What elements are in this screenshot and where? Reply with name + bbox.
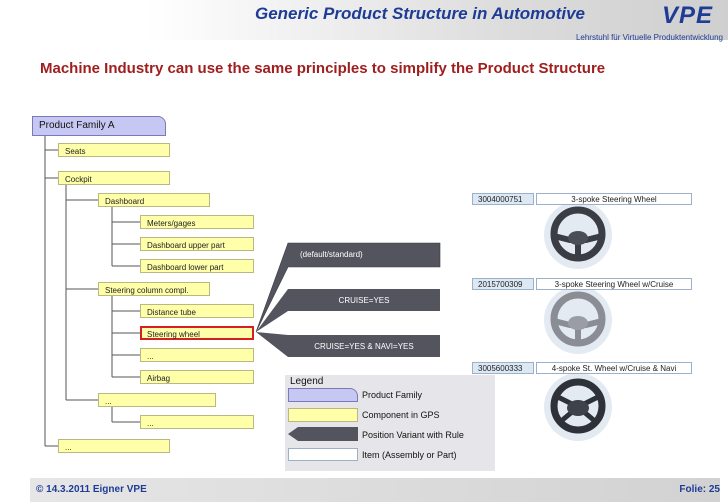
part-number[interactable]: 3005600333 [472, 362, 534, 374]
node-distance-tube[interactable]: Distance tube [140, 304, 254, 318]
variant-arrow-cruise [256, 289, 440, 332]
legend-swatch-item [288, 448, 358, 461]
node-ellipsis[interactable]: ... [140, 348, 254, 362]
node-ellipsis[interactable]: ... [58, 439, 170, 453]
slide-title: Generic Product Structure in Automotive [255, 4, 585, 23]
variant-arrow-cruise-navi [256, 332, 440, 357]
legend-label-position-variant: Position Variant with Rule [362, 430, 464, 440]
part-description[interactable]: 3-spoke Steering Wheel w/Cruise [536, 278, 692, 290]
header-bar [0, 0, 728, 40]
node-ellipsis[interactable]: ... [140, 415, 254, 429]
steering-wheel-4spoke-image [544, 373, 612, 441]
node-dashboard-upper-part[interactable]: Dashboard upper part [140, 237, 254, 251]
node-steering-column[interactable]: Steering column compl. [98, 282, 210, 296]
part-description[interactable]: 3-spoke Steering Wheel [536, 193, 692, 205]
node-seats[interactable]: Seats [58, 143, 170, 157]
product-family-node[interactable]: Product Family A [32, 116, 166, 136]
part-number[interactable]: 2015700309 [472, 278, 534, 290]
steering-wheel-3spoke-image [544, 201, 612, 269]
node-steering-wheel[interactable]: Steering wheel [140, 326, 254, 340]
footer-slide-number: Folie: 25 [679, 484, 720, 495]
legend-swatch-component [288, 408, 358, 422]
legend-label-component: Component in GPS [362, 410, 440, 420]
rule-default: (default/standard) [300, 250, 363, 259]
node-cockpit[interactable]: Cockpit [58, 171, 170, 185]
variant-arrow-default [256, 243, 440, 332]
rule-cruise-navi: CRUISE=YES & NAVI=YES [314, 342, 414, 351]
vpe-logo: VPE [662, 2, 714, 29]
legend-swatch-product-family [288, 388, 358, 402]
variant-arrow-outline [255, 242, 441, 333]
legend-label-product-family: Product Family [362, 390, 423, 400]
legend-swatch-position-variant [288, 427, 358, 441]
node-ellipsis[interactable]: ... [98, 393, 216, 407]
node-dashboard[interactable]: Dashboard [98, 193, 210, 207]
footer-bar [30, 478, 720, 502]
slide-subtitle: Machine Industry can use the same princi… [40, 60, 606, 77]
rule-cruise: CRUISE=YES [338, 296, 390, 305]
legend-label-item: Item (Assembly or Part) [362, 450, 457, 460]
part-number[interactable]: 3004000751 [472, 193, 534, 205]
node-dashboard-lower-part[interactable]: Dashboard lower part [140, 259, 254, 273]
steering-wheel-3spoke-cruise-image [544, 286, 612, 354]
node-meters-gages[interactable]: Meters/gages [140, 215, 254, 229]
part-description[interactable]: 4-spoke St. Wheel w/Cruise & Navi [536, 362, 692, 374]
logo-subtitle: Lehrstuhl für Virtuelle Produktentwicklu… [575, 33, 723, 42]
node-airbag[interactable]: Airbag [140, 370, 254, 384]
footer-copyright: © 14.3.2011 Eigner VPE [36, 484, 147, 495]
legend-title: Legend [290, 376, 324, 387]
